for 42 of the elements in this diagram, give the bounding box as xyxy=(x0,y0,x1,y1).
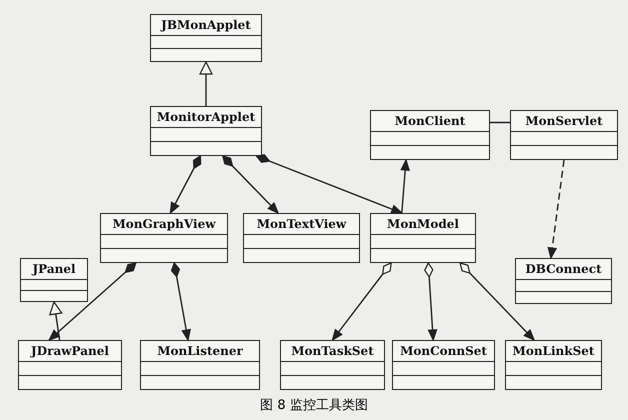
class-name: MonitorApplet xyxy=(151,107,261,128)
association-arrow xyxy=(332,262,392,341)
class-box xyxy=(20,258,88,302)
inheritance-arrow xyxy=(199,61,213,106)
association-arrow xyxy=(424,262,438,341)
class-name: MonConnSet xyxy=(393,341,494,362)
class-name: MonClient xyxy=(371,111,489,132)
association-arrow xyxy=(170,155,202,214)
class-name: MonGraphView xyxy=(101,214,227,235)
class-name: DBConnect xyxy=(516,259,611,280)
class-box xyxy=(140,340,260,390)
class-box xyxy=(510,110,618,160)
class-name: JPanel xyxy=(21,259,87,280)
class-box xyxy=(100,213,228,263)
class-name: MonServlet xyxy=(511,111,617,132)
association-arrow xyxy=(170,262,191,341)
association-arrow xyxy=(256,154,402,214)
class-box xyxy=(392,340,495,390)
connector-line xyxy=(490,122,510,124)
class-box xyxy=(150,106,262,156)
association-arrow xyxy=(460,262,535,341)
class-box xyxy=(505,340,602,390)
class-name: MonLinkSet xyxy=(506,341,601,362)
dependency-arrow xyxy=(548,160,565,259)
class-name: MonListener xyxy=(141,341,259,362)
class-box xyxy=(515,258,612,304)
arrow xyxy=(400,159,410,214)
inheritance-arrow xyxy=(49,301,62,340)
class-box xyxy=(18,340,122,390)
class-name: MonTextView xyxy=(244,214,359,235)
class-box xyxy=(150,14,262,62)
class-box xyxy=(370,110,490,160)
class-box xyxy=(370,213,476,263)
class-name: MonTaskSet xyxy=(281,341,384,362)
class-box xyxy=(280,340,385,390)
class-box xyxy=(243,213,360,263)
class-name: JBMonApplet xyxy=(151,15,261,36)
association-arrow xyxy=(48,262,136,341)
class-name: MonModel xyxy=(371,214,475,235)
figure-caption: 图 8 监控工具类图 xyxy=(259,397,369,414)
class-name: JDrawPanel xyxy=(19,341,121,362)
association-arrow xyxy=(222,155,279,214)
